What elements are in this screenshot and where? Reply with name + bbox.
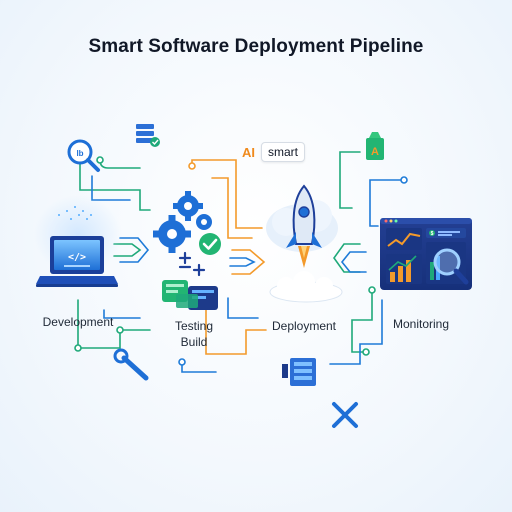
- wrench-icon: [113, 348, 149, 381]
- page-title: Smart Software Deployment Pipeline: [88, 36, 424, 57]
- document-a-icon: A: [366, 132, 384, 160]
- gears-icon: [153, 191, 212, 253]
- stage-label-testing-build: Testing Build: [174, 319, 214, 349]
- magnifier-icon: [433, 248, 469, 285]
- ai-smart-badge: AI smart: [242, 141, 305, 163]
- checkmark-icon: [199, 233, 221, 255]
- server-rack-icon: [282, 358, 316, 386]
- stage-label-deployment: Deployment: [271, 319, 337, 333]
- stage-label-development: Development: [42, 315, 114, 329]
- laptop-code-icon: </>: [34, 195, 122, 287]
- server-check-icon: [136, 124, 160, 147]
- dashboard-icon: $: [380, 218, 472, 290]
- stage-label-monitoring: Monitoring: [392, 317, 450, 331]
- connectors-deploy-monitor: [329, 151, 408, 365]
- tools-icon: [332, 402, 358, 428]
- connectors-test-deploy: [178, 159, 267, 373]
- code-tag: </>: [68, 252, 86, 263]
- rocket-icon: [286, 184, 322, 268]
- db-tag: lb: [76, 149, 83, 158]
- ai-badge-label: smart: [261, 142, 305, 162]
- ai-badge-prefix: AI: [242, 144, 255, 160]
- build-boxes-icon: [162, 280, 218, 310]
- monitor-sign: $: [431, 231, 434, 237]
- svg-text:A: A: [371, 146, 379, 158]
- database-search-icon: lb: [67, 139, 100, 172]
- plus-minus-icon: [178, 251, 206, 277]
